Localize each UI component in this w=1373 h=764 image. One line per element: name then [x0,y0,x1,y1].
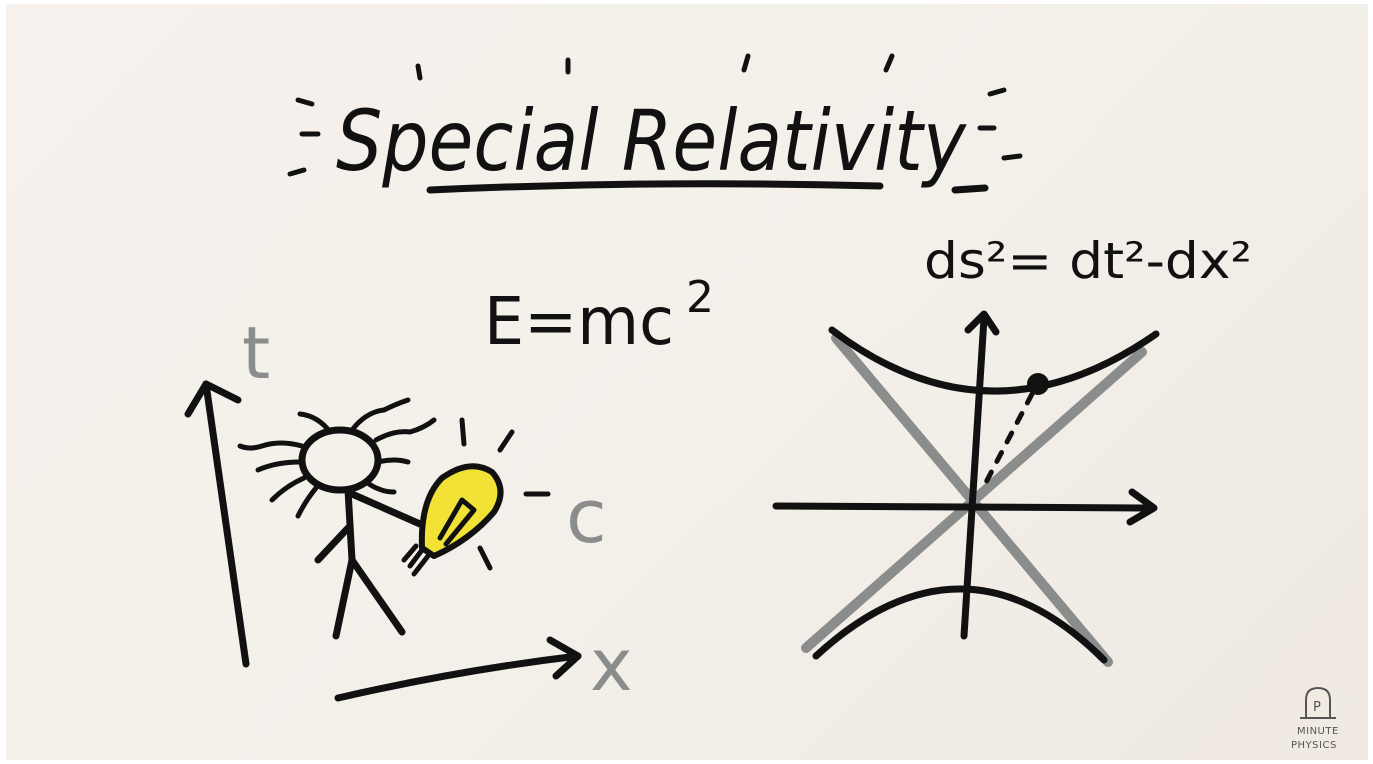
interval-text: ds²= dt²-dx² [924,232,1252,290]
space-axis-arrowhead [546,636,582,680]
stick-figure-einstein [237,397,437,640]
figure-leg-left-inner [314,524,352,564]
space-axis-label: x [590,623,633,707]
event-dashed-line [979,391,1035,493]
title-underline-y [951,184,989,194]
logo-letter: P [1313,700,1321,715]
figure-hair [237,397,437,519]
logo-arch-icon [1300,686,1336,719]
diagram-vertical-axis [960,314,988,640]
interval-equation: ds²= dt²-dx² [924,232,1252,290]
upper-hyperbola [828,326,1160,395]
space-axis-arrow [334,652,582,702]
event-point [1027,373,1049,395]
whiteboard-paper [6,4,1368,760]
figure-leg-left [332,556,356,640]
mass-energy-equation: E=mc 2 [484,272,714,360]
minute-physics-logo: P MINUTE PHYSICS [1291,686,1339,751]
title-group: Special Relativity [287,53,1023,194]
time-axis-label: t [242,311,270,395]
bulb-filament [437,497,477,547]
lower-hyperbola [812,585,1108,664]
equation-exponent: 2 [686,272,714,323]
logo-line-1: MINUTE [1297,726,1339,737]
logo-line-2: PHYSICS [1291,740,1337,751]
light-bulb: c [401,417,607,577]
bulb-base [401,543,431,577]
figure-leg-right [348,556,406,636]
time-axis-arrow [202,380,250,668]
diagram-vertical-arrowhead [964,310,1000,336]
equation-e-mc: E=mc [484,283,674,360]
time-axis-arrowhead [184,380,242,418]
left-spacetime-axes: t x [184,311,633,707]
diagram-horizontal-arrowhead [1126,488,1158,526]
figure-arm [348,490,424,528]
title-sparkles [287,53,1023,177]
title-text: Special Relativity [336,92,967,190]
light-speed-label: c [566,474,607,560]
bulb-glass [418,463,504,559]
bulb-rays [459,417,551,571]
title-underline [426,180,884,194]
light-cone-diagram [772,310,1160,667]
diagram-horizontal-axis [772,502,1156,512]
figure-body [344,486,356,564]
